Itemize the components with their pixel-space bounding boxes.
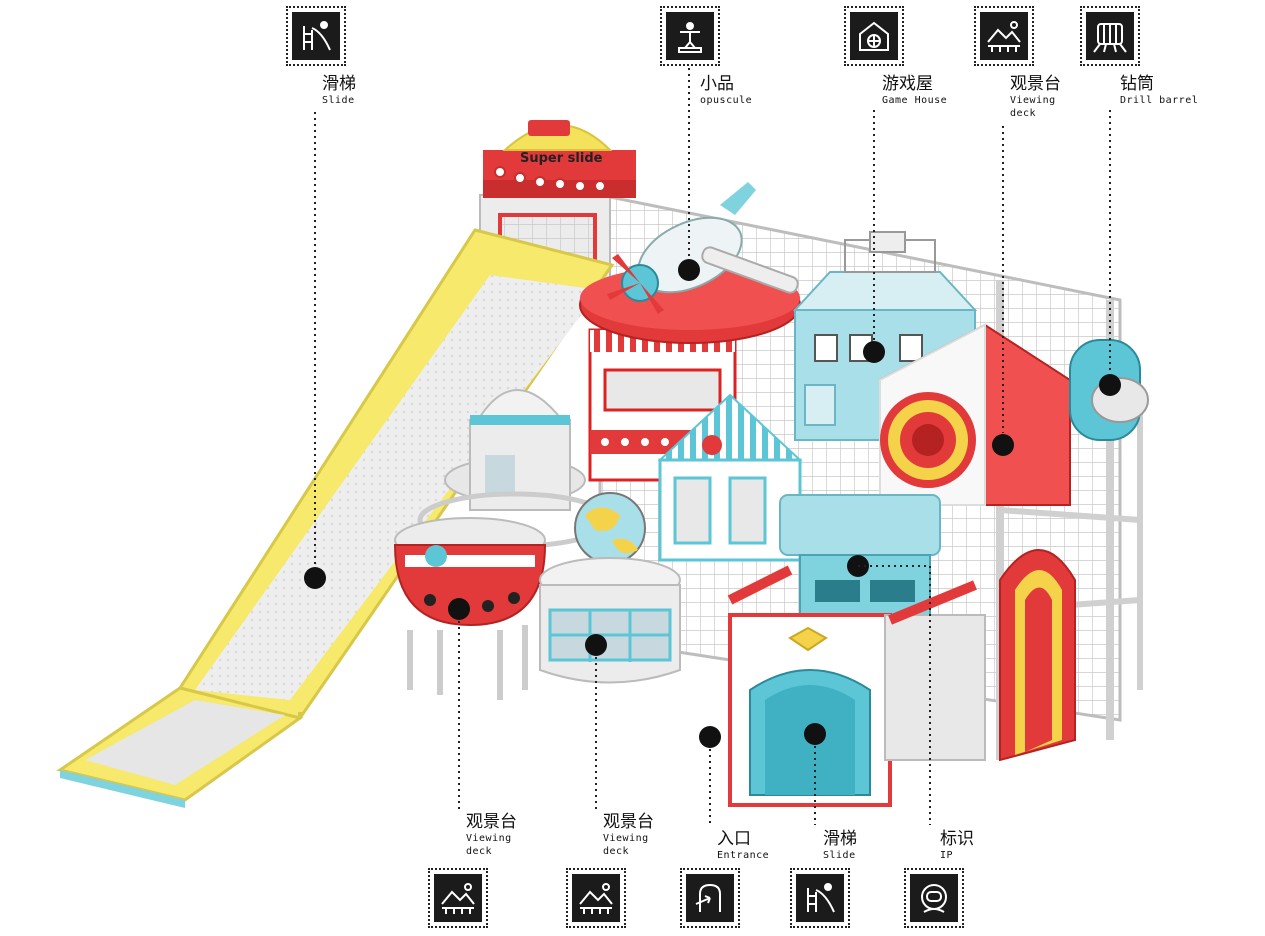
marker-viewing-deck-top xyxy=(992,434,1014,456)
yellow-slide xyxy=(56,228,615,808)
label-viewing-deck-b1-en2: deck xyxy=(466,846,493,857)
marker-viewing-deck-b2 xyxy=(585,634,607,656)
slide-icon xyxy=(790,868,850,928)
label-drill-barrel-en: Drill barrel xyxy=(1120,95,1199,106)
label-viewing-deck-b1-en1: Viewing xyxy=(466,833,512,844)
marker-opuscule xyxy=(678,259,700,281)
round-window-deck xyxy=(539,557,681,684)
label-drill-barrel-zh: 钻筒 xyxy=(1120,74,1154,94)
marker-slide-top xyxy=(304,567,326,589)
label-game-house-en: Game House xyxy=(882,95,948,106)
leader-lines xyxy=(314,68,1111,825)
label-entrance-en: Entrance xyxy=(717,850,770,861)
house-ball-icon xyxy=(844,6,904,66)
label-ip-zh: 标识 xyxy=(940,829,974,849)
label-ip-en: IP xyxy=(940,850,954,861)
label-slide-top-zh: 滑梯 xyxy=(322,74,356,94)
label-viewing-deck-b2-en1: Viewing xyxy=(603,833,649,844)
entrance-arrow-icon xyxy=(680,868,740,928)
super-slide-sign: Super slide xyxy=(520,151,603,166)
marker-slide-bottom xyxy=(804,723,826,745)
marker-viewing-deck-b1 xyxy=(448,598,470,620)
label-viewing-deck-top-en1: Viewing xyxy=(1010,95,1056,106)
marker-dots xyxy=(304,259,1121,748)
slide-icon xyxy=(286,6,346,66)
viewing-deck-icon xyxy=(428,868,488,928)
viewing-deck-icon xyxy=(974,6,1034,66)
marker-drill-barrel xyxy=(1099,374,1121,396)
marker-entrance xyxy=(699,726,721,748)
label-slide-bottom-zh: 滑梯 xyxy=(823,829,857,849)
label-viewing-deck-b2-zh: 观景台 xyxy=(603,812,654,832)
dome-tower xyxy=(417,389,613,549)
label-game-house-zh: 游戏屋 xyxy=(882,74,933,94)
striped-roof-house xyxy=(657,393,803,562)
globe xyxy=(574,492,646,564)
label-viewing-deck-b2-en2: deck xyxy=(603,846,630,857)
label-viewing-deck-top-en2: deck xyxy=(1010,108,1037,119)
label-opuscule-en: opuscule xyxy=(700,95,753,106)
viewing-deck-icon xyxy=(566,868,626,928)
label-slide-bottom-en: Slide xyxy=(823,850,856,861)
drill-barrel-icon xyxy=(1080,6,1140,66)
red-gable-house xyxy=(879,323,1071,506)
astronaut-head-icon xyxy=(904,868,964,928)
label-viewing-deck-b1-zh: 观景台 xyxy=(466,812,517,832)
label-viewing-deck-top-zh: 观景台 xyxy=(1010,74,1061,94)
person-on-platform-icon xyxy=(660,6,720,66)
label-slide-top-en: Slide xyxy=(322,95,355,106)
label-opuscule-zh: 小品 xyxy=(700,74,734,94)
marker-game-house xyxy=(863,341,885,363)
label-entrance-zh: 入口 xyxy=(717,829,751,849)
red-arch xyxy=(999,549,1076,762)
